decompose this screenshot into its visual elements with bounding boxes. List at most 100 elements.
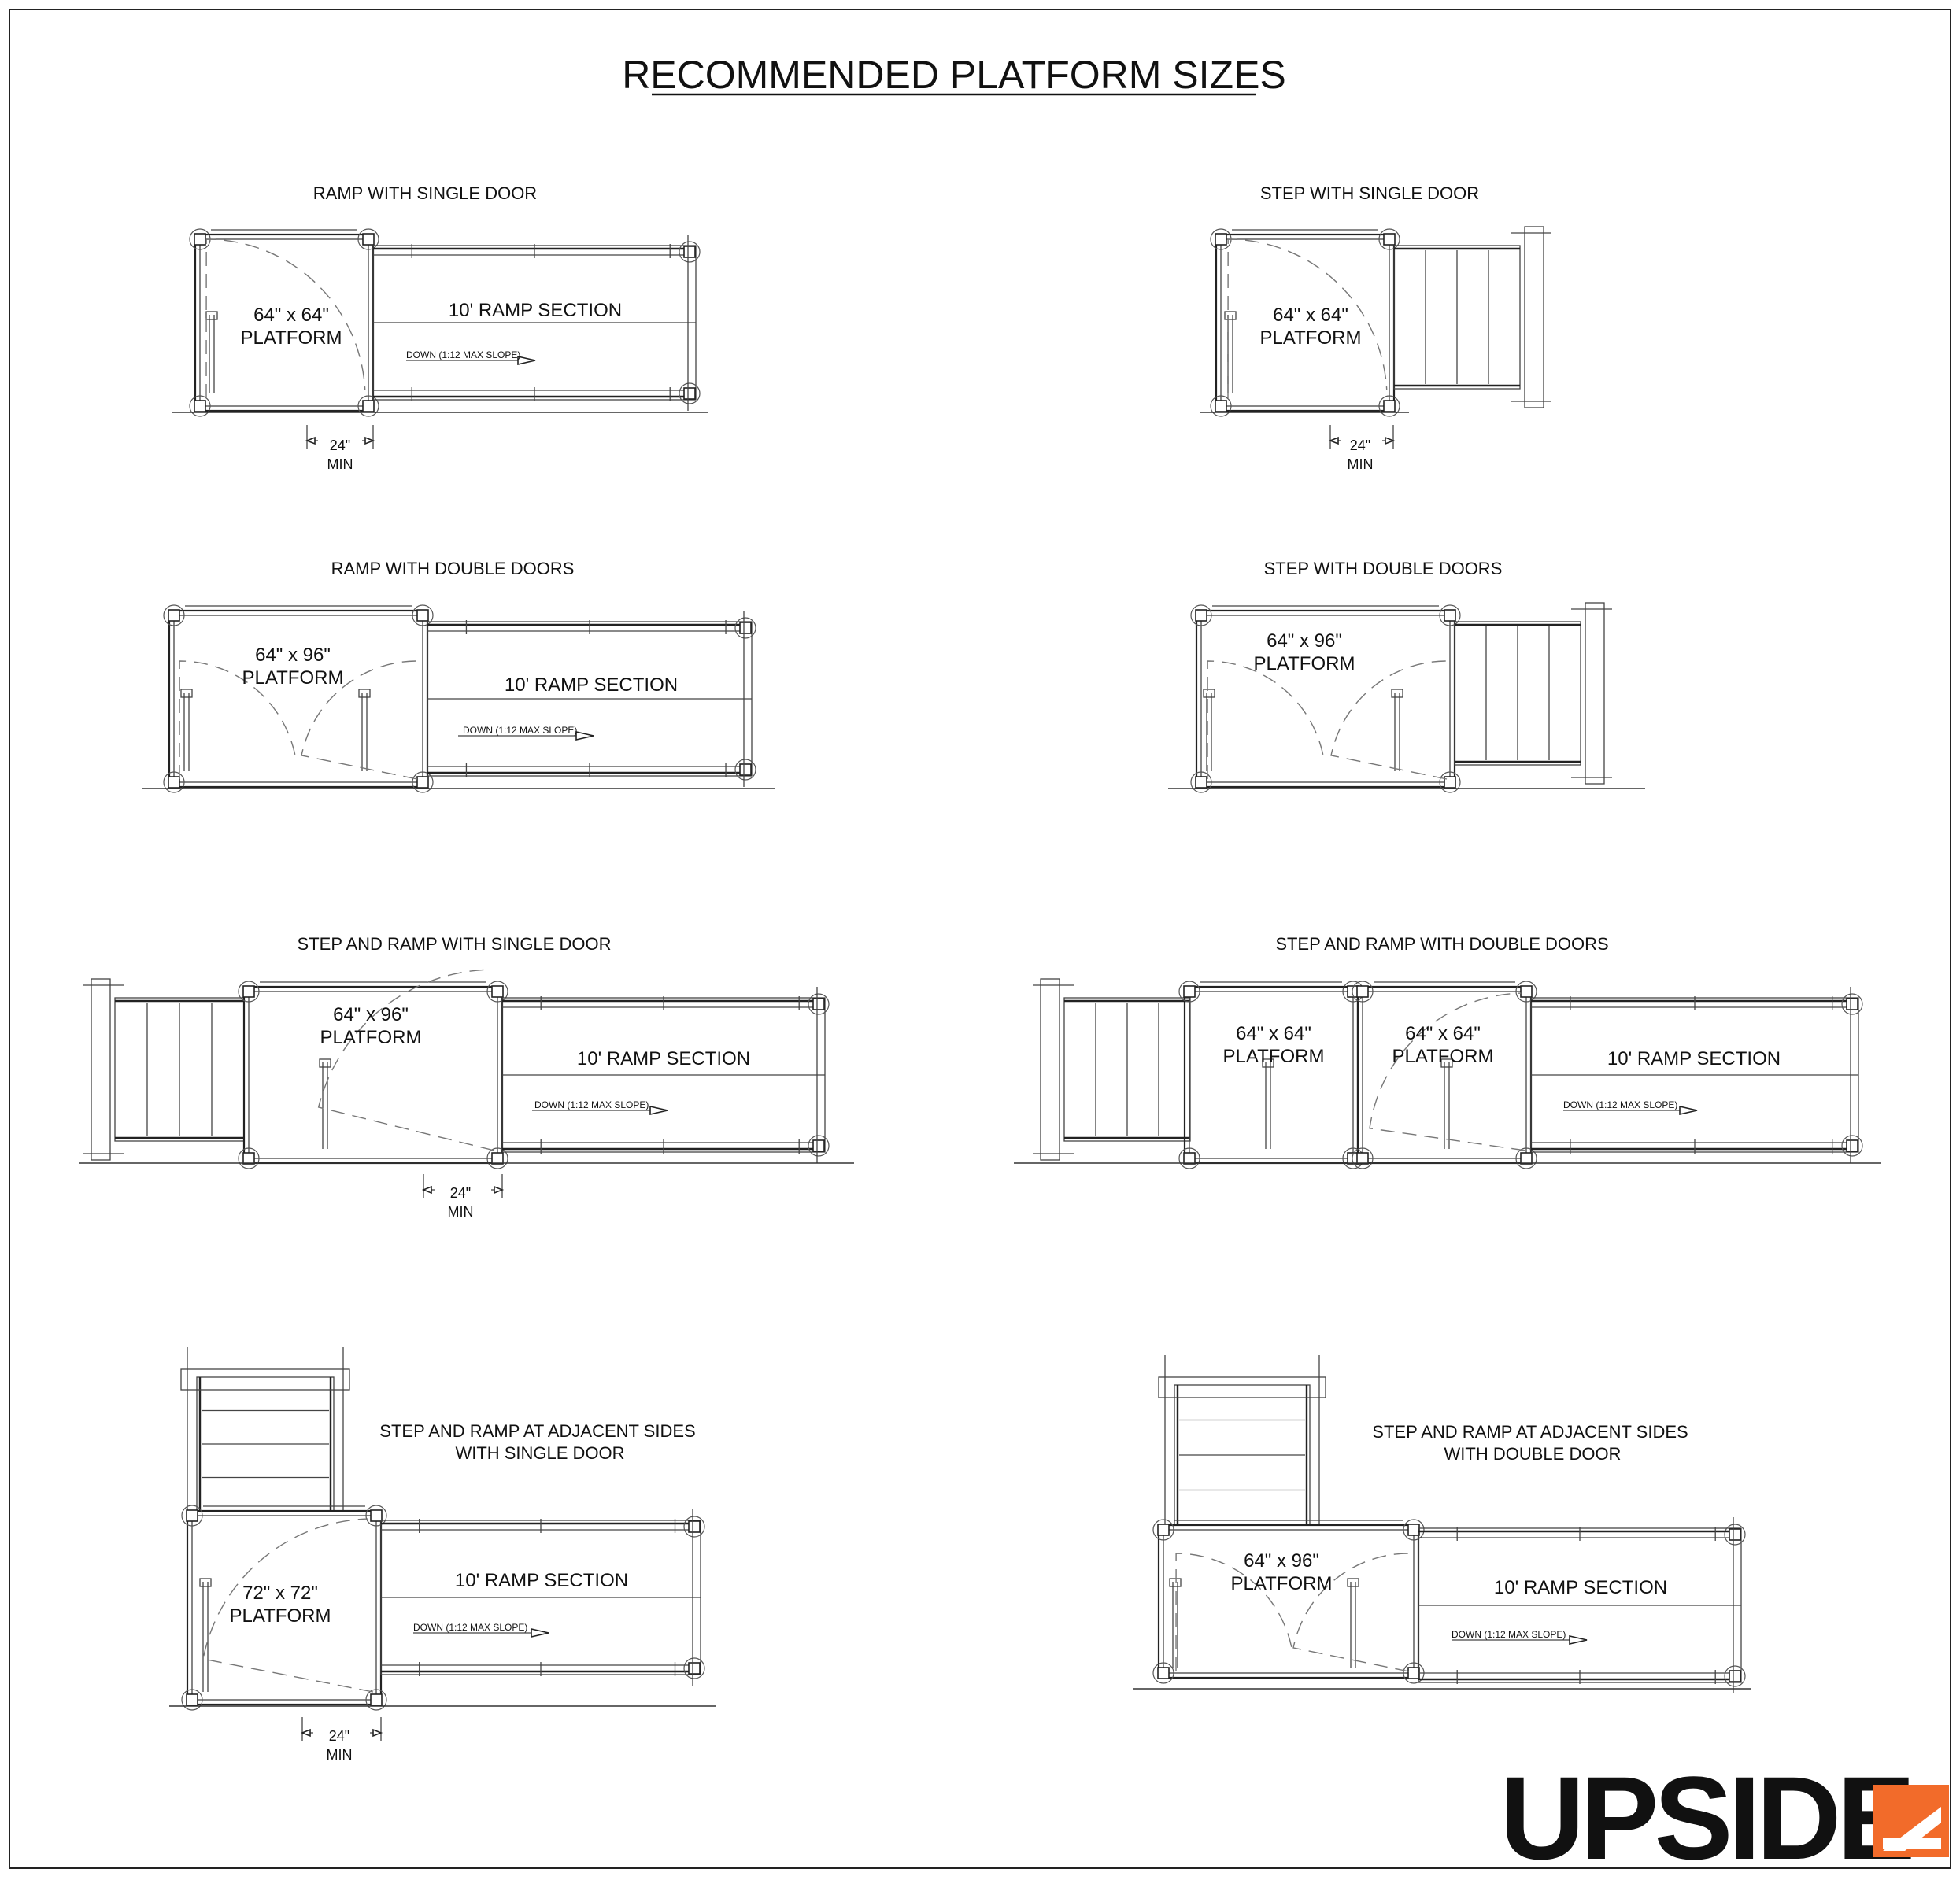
post [1195,609,1207,622]
post-base [189,395,211,417]
ramp-label-1: 10' RAMP SECTION [449,300,622,321]
door-swing [1292,1553,1410,1672]
post-base [412,604,434,626]
post [370,1509,383,1522]
platform-size-ramp-double: 64" x 96" [255,645,331,666]
post-base [1152,1662,1174,1684]
step-outline [1393,245,1521,390]
platform-word-adjacent-double: PLATFORM [1231,1573,1333,1594]
platform-inner [248,991,498,1159]
post [1183,1152,1196,1165]
grab-bar-bracket [319,1058,331,1068]
platform-inner [1200,615,1451,783]
platform-size-step-ramp-single: 64" x 96" [333,1004,409,1025]
ramp-label-3: 10' RAMP SECTION [505,674,678,696]
post-base [163,771,185,793]
post [194,400,206,412]
post [242,985,255,998]
platform-outline [1183,985,1359,1165]
title-ramp-single: RAMP WITH SINGLE DOOR [313,183,537,203]
door-swing [1175,1553,1292,1672]
platform-outline [1157,1524,1420,1679]
platform-size-step-double: 64" x 96" [1267,630,1342,652]
platform-word-step-ramp-single: PLATFORM [320,1027,422,1048]
post [1195,776,1207,789]
grab-bar-bracket [180,689,193,698]
post-base [357,395,379,417]
post-base [486,981,508,1003]
post-base [734,759,756,781]
platform-word-ramp-single: PLATFORM [241,327,342,349]
post-base [238,981,260,1003]
post [1407,1667,1420,1679]
platform-size-adjacent-single: 72" x 72" [242,1583,318,1604]
logo-wordmark: UPSIDE [1500,1752,1911,1876]
post-base [734,617,756,639]
step-stringer [91,978,111,1161]
dim-arrow [1385,436,1396,445]
dim-value-1: 24" [330,438,350,453]
slope-arrow-head [1569,1634,1588,1645]
post [683,246,696,258]
door-swing [205,238,366,399]
grab-bar-bracket [1347,1578,1359,1587]
sheet-border [9,9,1951,1869]
post [1356,985,1369,998]
title-adjacent-single-l1: STEP AND RAMP AT ADJACENT SIDES [379,1421,695,1441]
dim-min-1: MIN [327,456,353,472]
post-base [683,1657,705,1679]
post [1846,998,1858,1010]
post-base [1178,1147,1200,1169]
grab-bar-bracket [205,311,218,320]
post [362,400,375,412]
post [1407,1524,1420,1536]
post-base [1724,1665,1746,1687]
grab-bar-bracket [1391,689,1403,698]
grab-bar-bracket [1169,1578,1182,1587]
post-base [357,228,379,250]
post-base [808,1135,830,1157]
post-base [808,993,830,1015]
dim-min-2: MIN [1348,456,1374,472]
post-base [412,771,434,793]
platform-inner [191,1515,377,1701]
door-swing [301,660,418,780]
post [168,609,180,622]
post-base [365,1505,387,1527]
post [1383,400,1396,412]
post [1157,1667,1170,1679]
platform-size-step-single: 64" x 64" [1273,305,1348,326]
step-stringer [1585,602,1605,785]
slope-note-6: DOWN (1:12 MAX SLOPE) [1563,1099,1677,1110]
post [688,1520,701,1533]
dim-value-5: 24" [450,1185,471,1201]
post [1520,1152,1533,1165]
slope-arrow-head [1679,1105,1698,1116]
platform-outline [168,609,429,789]
post [370,1693,383,1706]
slope-note-5: DOWN (1:12 MAX SLOPE) [534,1099,649,1110]
post-base [679,241,701,263]
dim-arrow [1328,436,1339,445]
post [186,1693,198,1706]
grab-bar-bracket [199,1578,212,1587]
post-base [181,1505,203,1527]
post [812,1139,825,1152]
platform-size-step-ramp-double-a: 64" x 64" [1236,1023,1311,1044]
dim-arrow [305,436,316,445]
door-swing [1207,660,1324,780]
dim-min-5: MIN [448,1204,474,1220]
step-stringer [1524,226,1544,408]
ramp-label-8: 10' RAMP SECTION [1494,1577,1667,1598]
post [1520,985,1533,998]
post [1215,400,1227,412]
platform-word-step-ramp-double-b: PLATFORM [1392,1046,1494,1067]
post-base [1378,228,1400,250]
slope-arrow-head [575,730,594,741]
dim-arrow [372,1728,383,1738]
page-title: RECOMMENDED PLATFORM SIZES [622,53,1286,97]
post-base [1352,981,1374,1003]
dim-value-7: 24" [329,1728,349,1744]
post [1444,776,1456,789]
title-adjacent-double-l1: STEP AND RAMP AT ADJACENT SIDES [1372,1422,1688,1442]
